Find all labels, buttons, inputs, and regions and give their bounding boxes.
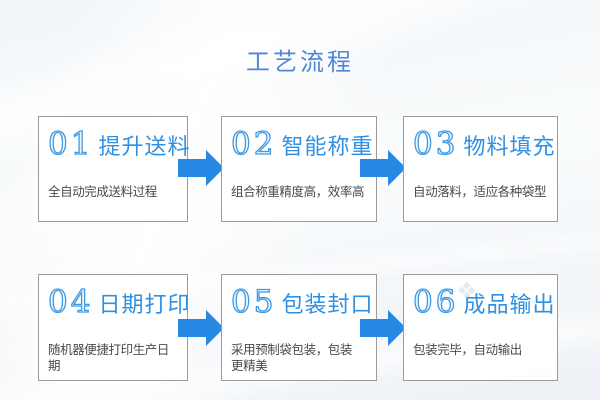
- arrow-head: [206, 310, 224, 346]
- step-header: 05 包装封口: [230, 284, 372, 321]
- step-number: 06: [412, 284, 459, 321]
- arrow-body: [178, 159, 206, 177]
- step-description: 包装完毕，自动输出: [413, 341, 522, 357]
- step-card-6: ❖ 06 成品输出 包装完毕，自动输出: [403, 274, 558, 381]
- step-number: 05: [230, 284, 277, 321]
- arrow-head: [388, 150, 406, 186]
- step-description: 全自动完成送料过程: [48, 183, 157, 199]
- step-title: 日期打印: [98, 293, 191, 318]
- step-title: 智能称重: [281, 135, 374, 160]
- step-number: 04: [47, 284, 94, 321]
- flow-arrow-right-icon: [360, 150, 406, 186]
- arrow-head: [206, 150, 224, 186]
- step-title: 物料填充: [463, 135, 556, 160]
- step-card-1: 01 提升送料 全自动完成送料过程: [38, 116, 189, 222]
- arrow-body: [360, 319, 388, 337]
- step-header: 01 提升送料: [47, 126, 189, 163]
- step-title: 提升送料: [98, 135, 191, 160]
- step-header: 04 日期打印: [47, 284, 189, 321]
- step-number: 01: [47, 126, 94, 163]
- step-header: 03 物料填充: [412, 126, 554, 163]
- step-card-2: 02 智能称重 组合称重精度高，效率高: [221, 116, 377, 222]
- flow-arrow-right-icon: [178, 310, 224, 346]
- step-header: 06 成品输出: [412, 284, 554, 321]
- arrow-body: [360, 159, 388, 177]
- flow-arrow-right-icon: [178, 150, 224, 186]
- step-description: 随机器便捷打印生产日期: [48, 341, 170, 373]
- flow-arrow-right-icon: [360, 310, 406, 346]
- step-title: 包装封口: [281, 293, 374, 318]
- step-number: 03: [412, 126, 459, 163]
- step-number: 02: [230, 126, 277, 163]
- page-title: 工艺流程: [246, 48, 354, 76]
- step-card-5: 05 包装封口 采用预制袋包装，包装更精美: [221, 274, 377, 381]
- arrow-body: [178, 319, 206, 337]
- arrow-head: [388, 310, 406, 346]
- step-description: 自动落料，适应各种袋型: [413, 183, 547, 199]
- step-card-4: 04 日期打印 随机器便捷打印生产日期: [38, 274, 189, 381]
- step-card-3: 03 物料填充 自动落料，适应各种袋型: [403, 116, 558, 222]
- step-title: 成品输出: [463, 293, 556, 318]
- step-description: 采用预制袋包装，包装更精美: [231, 341, 353, 373]
- step-header: 02 智能称重: [230, 126, 372, 163]
- step-description: 组合称重精度高，效率高: [231, 183, 365, 199]
